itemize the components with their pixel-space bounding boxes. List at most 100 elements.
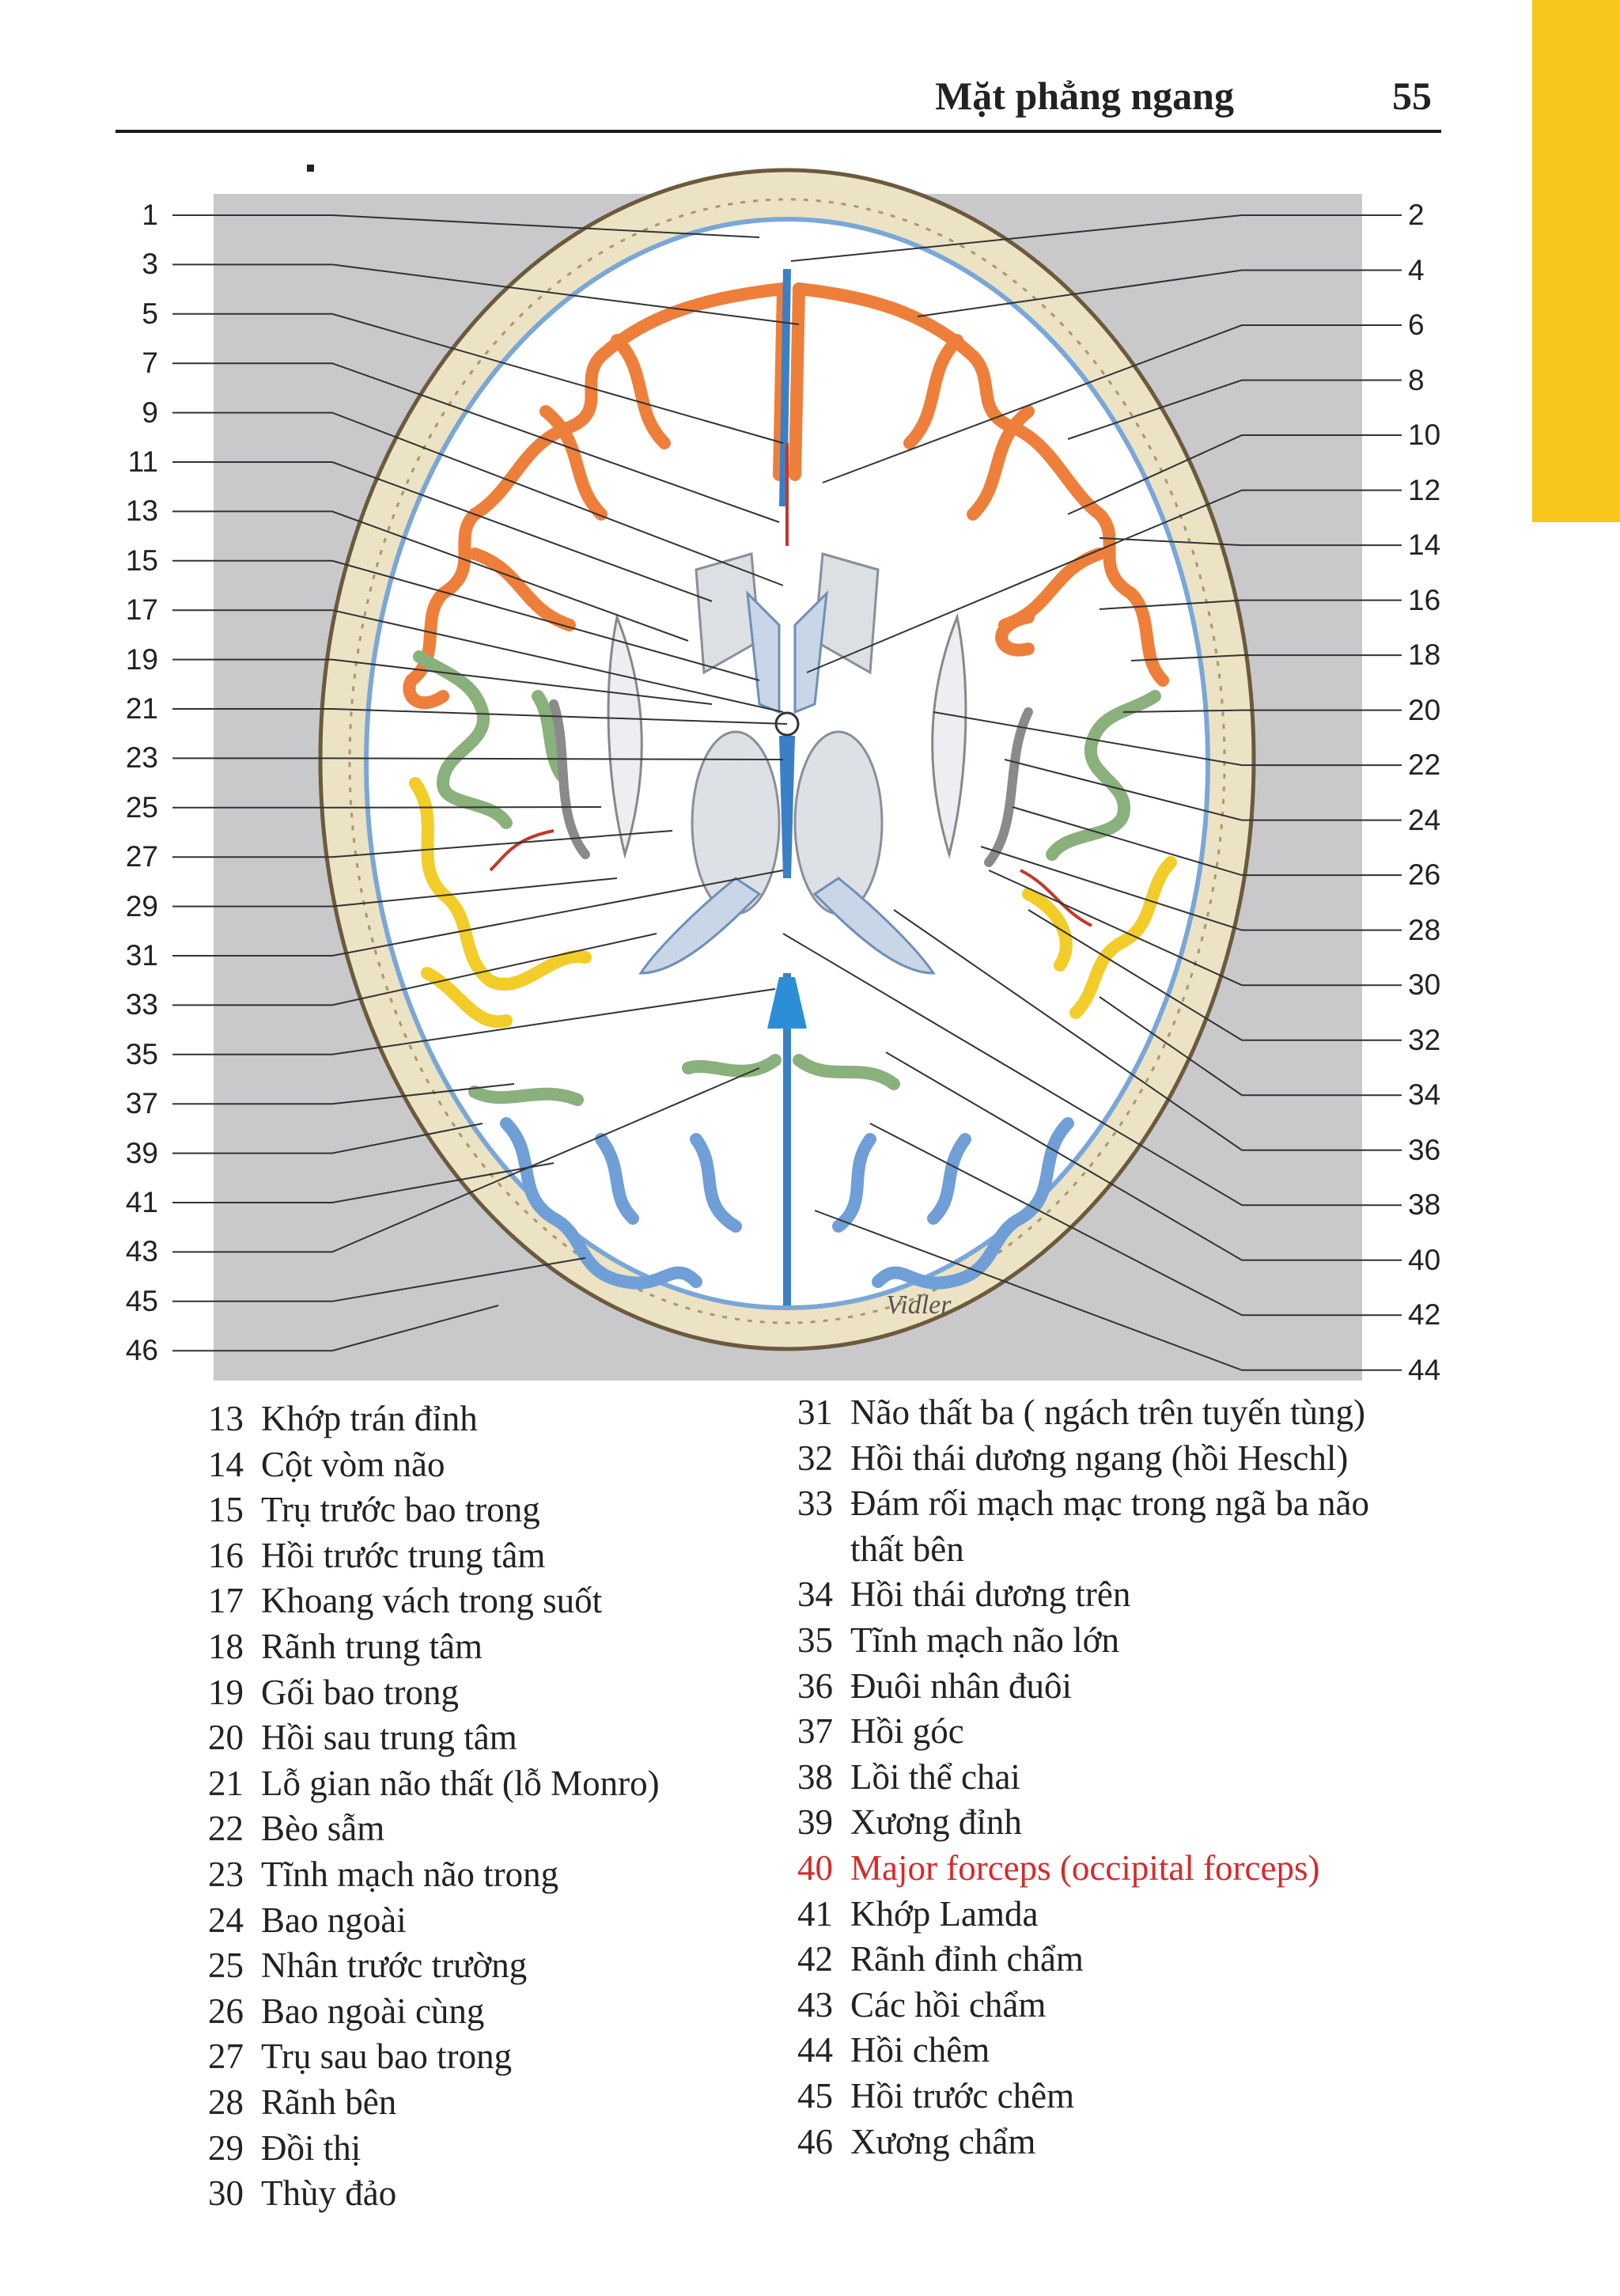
leader-line (980, 846, 1402, 931)
legend-number: 36 (797, 1665, 833, 1706)
legend-number: 21 (208, 1763, 244, 1803)
label-number: 34 (1408, 1078, 1441, 1112)
label-number: 9 (142, 396, 158, 429)
label-number: 11 (127, 445, 158, 478)
leader-line (988, 870, 1402, 987)
leader-line (1004, 759, 1402, 821)
legend-term: Khoang vách trong suốt (261, 1581, 603, 1621)
label-number: 10 (1408, 419, 1441, 452)
label-number: 13 (125, 494, 158, 528)
legend-number: 40 (797, 1847, 833, 1888)
label-number: 18 (1408, 638, 1441, 672)
legend-term: Trụ sau bao trong (261, 2036, 513, 2077)
leader-line (172, 214, 760, 238)
label-number: 14 (1408, 529, 1441, 562)
leader-line (172, 1305, 499, 1352)
label-number: 2 (1408, 199, 1425, 231)
legend-term: Đuôi nhân đuôi (850, 1665, 1072, 1706)
legend-term: Cột vòm não (261, 1444, 445, 1484)
label-number: 39 (125, 1136, 158, 1169)
third-ventricle (779, 736, 795, 878)
legend-term: Khớp Lamda (850, 1893, 1039, 1934)
label-number: 21 (125, 692, 158, 725)
legend-number: 29 (208, 2127, 244, 2168)
leader-line (790, 214, 1402, 262)
leader-line (1067, 434, 1402, 515)
header-rule (115, 130, 1441, 133)
label-number: 33 (125, 988, 158, 1021)
legend-item: 32 Hồi thái dương ngang (hồi Heschl) (779, 1436, 1380, 1482)
label-number: 19 (125, 642, 158, 676)
label-number: 42 (1408, 1298, 1441, 1332)
legend-term: Rãnh trung tâm (261, 1626, 483, 1666)
label-number: 3 (142, 248, 158, 281)
legend-number: 33 (797, 1483, 833, 1524)
leader-lines (172, 214, 1402, 1371)
leader-line (814, 1210, 1402, 1371)
legend-number: 38 (797, 1756, 833, 1797)
legend-item: 41 Khớp Lamda (779, 1892, 1380, 1938)
legend-number: 15 (208, 1490, 244, 1530)
legend-term: Bèo sẫm (261, 1809, 385, 1849)
leader-line (1122, 709, 1402, 713)
leader-line (1012, 806, 1402, 877)
legend-number: 28 (208, 2082, 244, 2122)
label-number: 37 (125, 1087, 158, 1120)
leader-line (933, 711, 1402, 767)
putamen-left (607, 612, 643, 859)
label-number: 7 (142, 347, 158, 380)
legend-number: 32 (797, 1438, 833, 1478)
legend-term: Rãnh bên (261, 2082, 397, 2122)
label-number: 45 (125, 1284, 158, 1317)
lateral-ventricle-left (746, 589, 781, 714)
label-number: 43 (125, 1235, 158, 1268)
legend-term: Hồi góc (850, 1711, 964, 1752)
leader-line (172, 1162, 555, 1203)
temporal-gyri-yellow (409, 777, 1177, 1029)
atrium-left (638, 877, 762, 975)
leader-line (172, 708, 788, 725)
label-number: 15 (125, 544, 158, 577)
legend-term: Hồi thái dương ngang (hồi Heschl) (850, 1438, 1349, 1478)
leader-line (172, 988, 776, 1055)
label-number: 5 (142, 297, 158, 330)
legend-term: Trụ trước bao trong (261, 1490, 540, 1530)
legend-number: 41 (797, 1893, 833, 1934)
legend-term: Hồi trước chêm (850, 2075, 1075, 2116)
label-number: 25 (125, 790, 158, 824)
legend-term: Gối bao trong (261, 1672, 459, 1712)
cortical-vessels (489, 443, 1092, 927)
legend-number: 31 (797, 1392, 833, 1432)
label-number: 16 (1408, 583, 1441, 616)
label-number: 44 (1408, 1353, 1441, 1386)
leader-line (172, 362, 780, 523)
legend-number: 24 (208, 1900, 244, 1940)
legend-term: Lồi thể chai (850, 1756, 1020, 1797)
leader-line (172, 609, 784, 713)
leader-line (1099, 996, 1402, 1097)
label-number: 30 (1408, 968, 1441, 1002)
legend-item: 36 Đuôi nhân đuôi (779, 1664, 1380, 1710)
leader-line (1099, 537, 1402, 547)
legend-number: 42 (797, 1939, 833, 1980)
label-number: 23 (125, 741, 158, 775)
label-number: 4 (1408, 253, 1425, 286)
legend-item: 33 Đám rối mạch mạc trong ngã ba não thất… (779, 1481, 1380, 1572)
legend-term: Hồi sau trung tâm (261, 1718, 517, 1758)
legend-number: 19 (208, 1672, 244, 1712)
legend-number: 34 (797, 1574, 833, 1615)
legend-term: Đám rối mạch mạc trong ngã ba não thất b… (850, 1483, 1370, 1569)
